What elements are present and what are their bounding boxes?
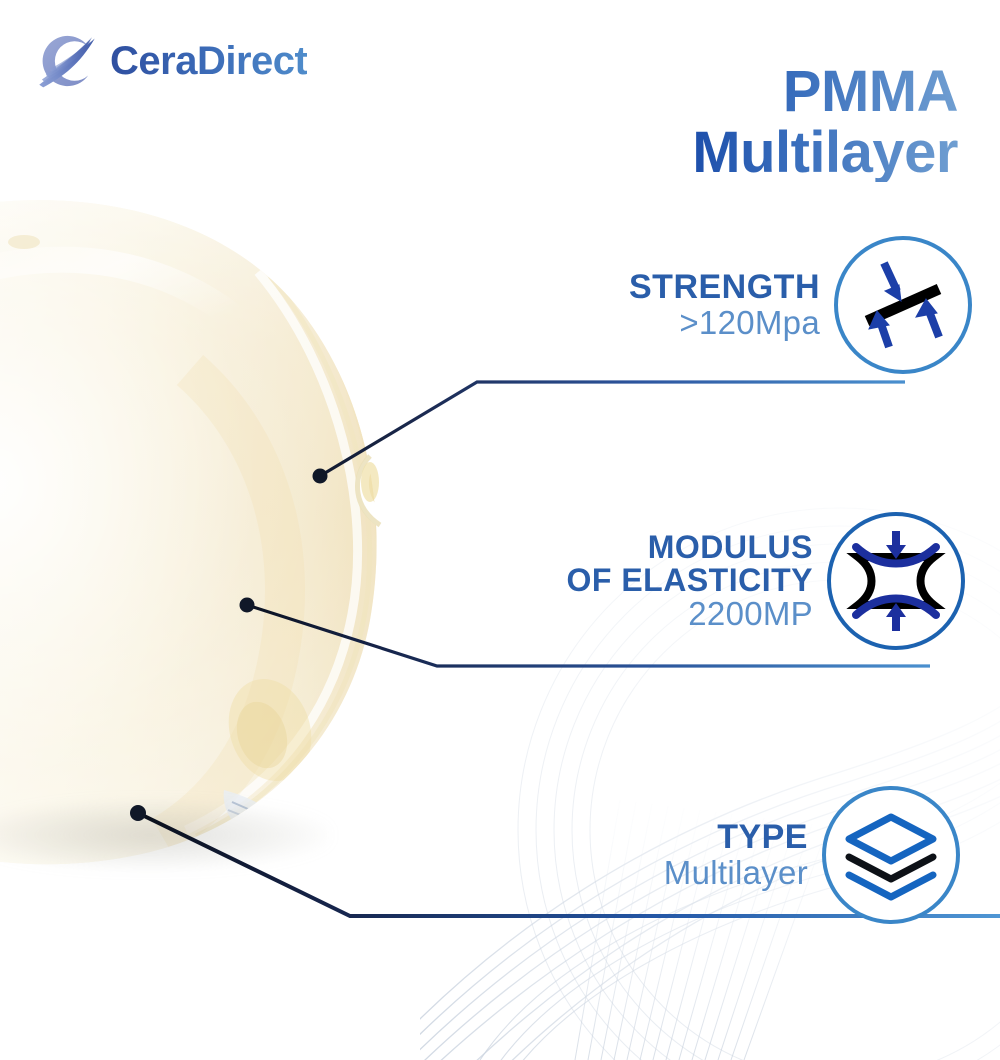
- callout-strength: STRENGTH >120Mpa: [629, 236, 972, 374]
- callout-type: TYPE Multilayer: [664, 786, 960, 924]
- callout-modulus-label-line1: MODULUS: [647, 528, 813, 565]
- callout-strength-icon-circle: [834, 236, 972, 374]
- callout-strength-value: >120Mpa: [679, 303, 820, 341]
- callout-modulus-text: MODULUS OF ELASTICITY 2200MP: [566, 528, 828, 633]
- callout-modulus-label-line2: OF ELASTICITY: [566, 561, 813, 598]
- callout-modulus-value: 2200MP: [688, 595, 813, 633]
- elastic-modulus-compression-icon: [846, 531, 946, 631]
- brand-logo[interactable]: CeraDirect: [34, 28, 308, 94]
- flexural-strength-bar-icon: [864, 261, 943, 349]
- layers-stack-icon: [845, 813, 937, 901]
- cera-leaf-circle-logo-icon: [39, 35, 95, 88]
- callout-modulus: MODULUS OF ELASTICITY 2200MP: [566, 512, 965, 650]
- pmma-disc-illustration: [0, 200, 392, 865]
- product-disc-image: [0, 190, 460, 890]
- title-line-1: PMMA: [692, 62, 959, 121]
- brand-name: CeraDirect: [110, 39, 308, 83]
- callout-strength-label: STRENGTH: [629, 268, 820, 307]
- callout-type-label: TYPE: [717, 818, 808, 857]
- callout-strength-text: STRENGTH >120Mpa: [629, 268, 834, 341]
- callout-type-icon-circle: [822, 786, 960, 924]
- poster-canvas: CeraDirect PMMA Multilayer: [0, 28, 1000, 1060]
- disc-drop-shadow: [0, 800, 330, 870]
- callout-type-value: Multilayer: [663, 853, 808, 891]
- title-line-2: Multilayer: [692, 120, 958, 186]
- page-title: PMMA Multilayer: [692, 62, 958, 182]
- callout-modulus-icon-circle: [827, 512, 965, 650]
- callout-type-text: TYPE Multilayer: [663, 818, 822, 891]
